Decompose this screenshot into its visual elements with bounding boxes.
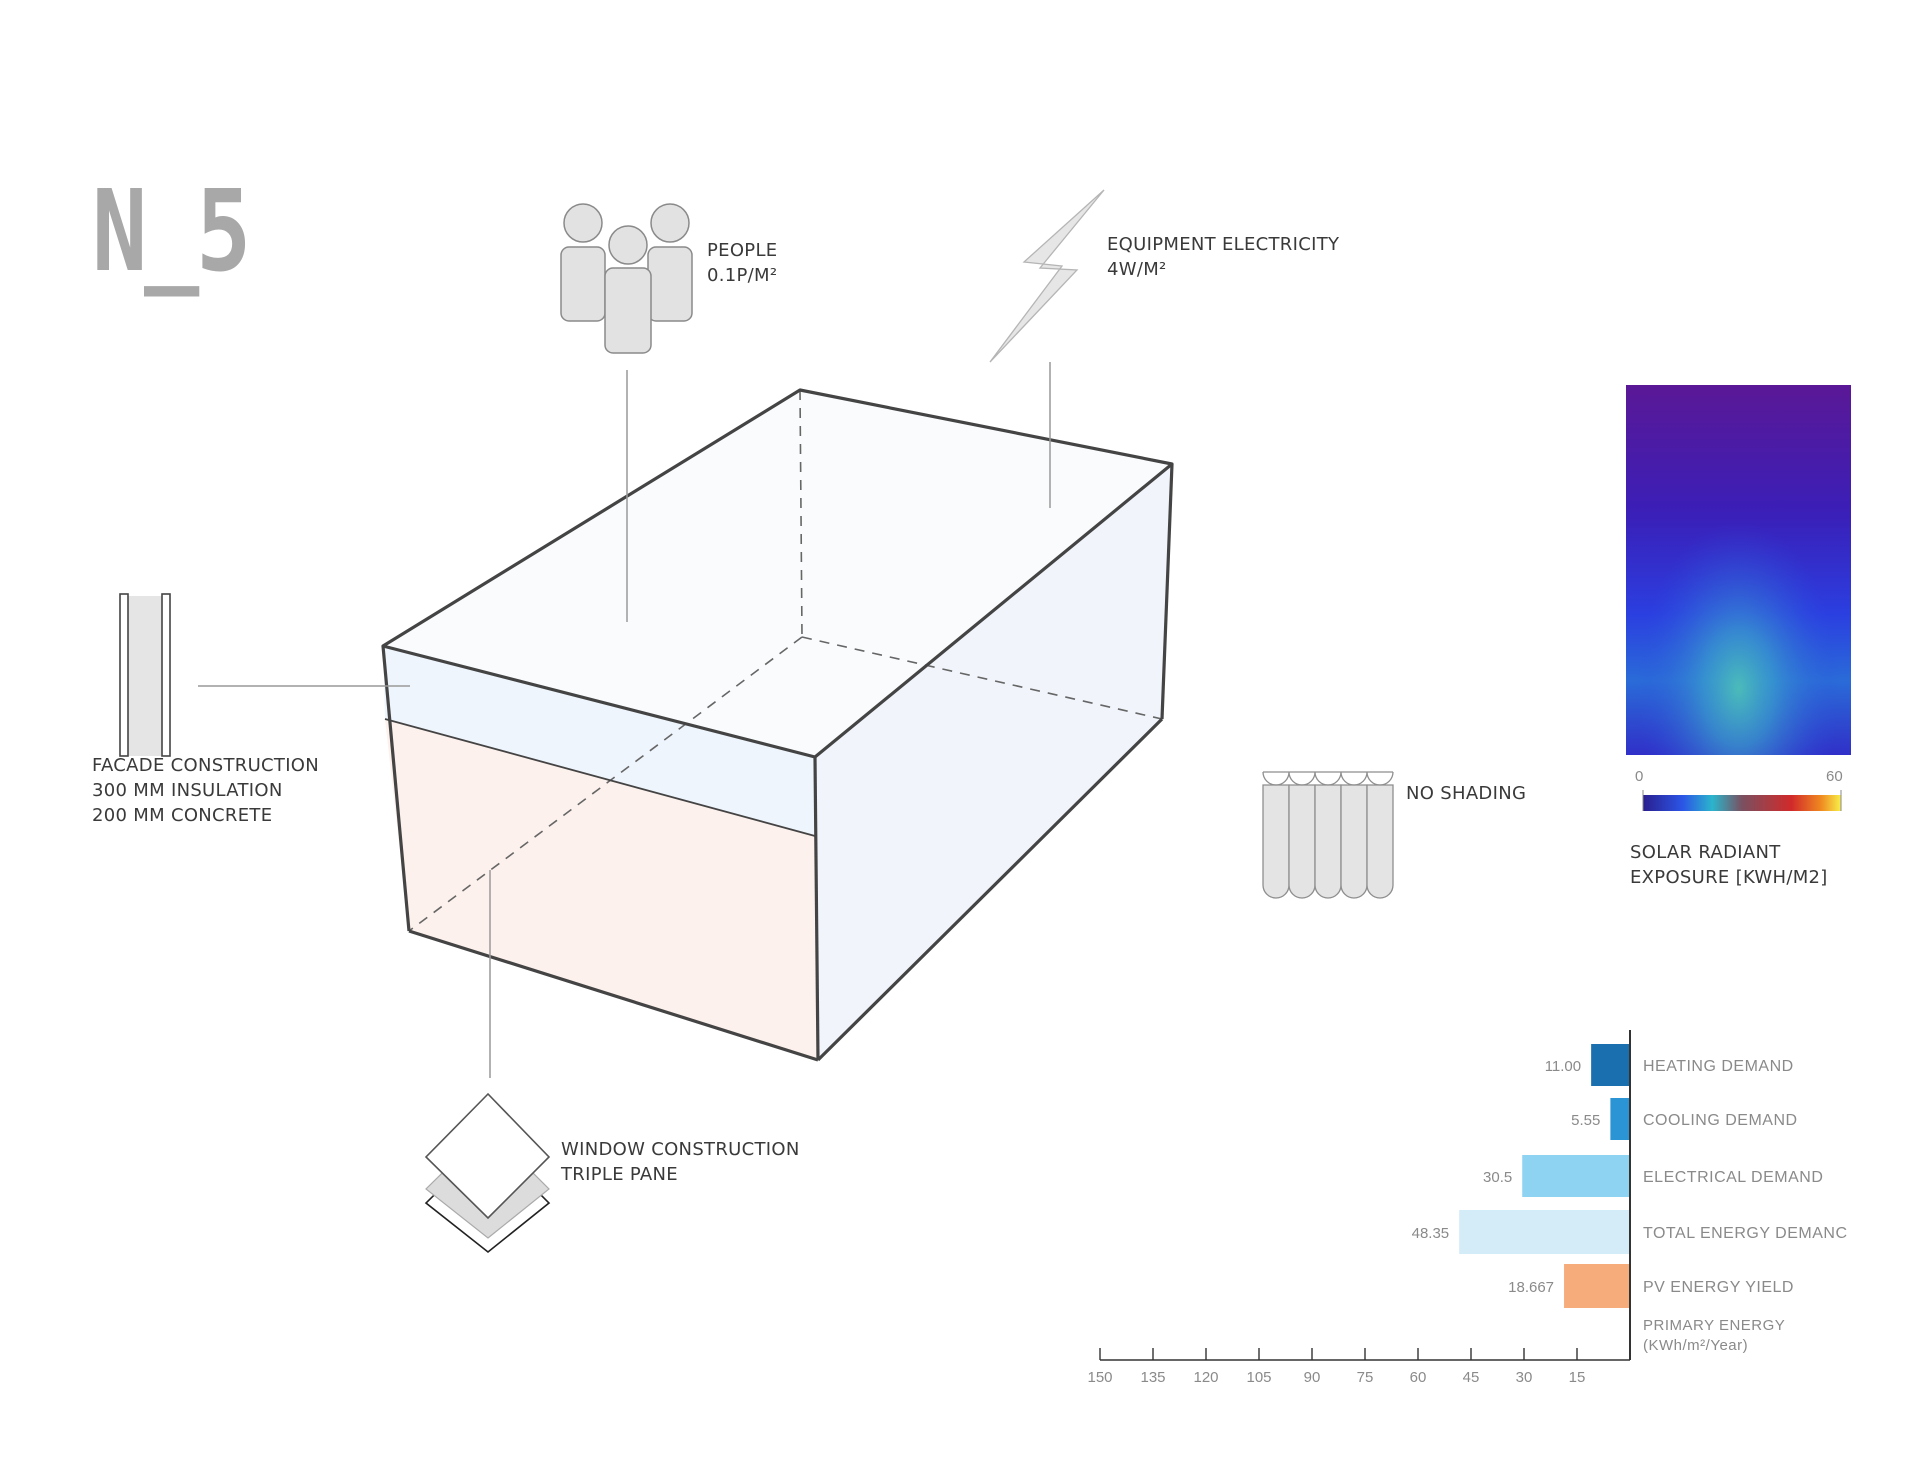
x-tick-label-8: 30 bbox=[1516, 1369, 1533, 1386]
bar-value-label-1: 5.55 bbox=[1571, 1112, 1600, 1129]
people-label: PEOPLE 0.1P/M² bbox=[707, 240, 778, 286]
x-tick-label-2: 120 bbox=[1193, 1369, 1218, 1386]
box-top-face bbox=[383, 390, 1172, 757]
lightning-icon bbox=[989, 189, 1105, 363]
x-tick-label-6: 60 bbox=[1410, 1369, 1427, 1386]
solar-label: SOLAR RADIANT EXPOSURE [KWH/M2] bbox=[1630, 842, 1828, 888]
window-panes-icon bbox=[424, 1092, 551, 1254]
bar-value-label-2: 30.5 bbox=[1483, 1169, 1512, 1186]
bar-1 bbox=[1610, 1098, 1630, 1140]
bar-3 bbox=[1459, 1210, 1630, 1254]
box-edges bbox=[381, 388, 1174, 1062]
x-tick-label-1: 135 bbox=[1140, 1369, 1165, 1386]
bar-category-label-4: PV ENERGY YIELD bbox=[1643, 1279, 1794, 1296]
equipment-label: EQUIPMENT ELECTRICITY 4W/M² bbox=[1107, 234, 1340, 280]
window-label: WINDOW CONSTRUCTION TRIPLE PANE bbox=[561, 1139, 800, 1185]
bar-category-label-2: ELECTRICAL DEMAND bbox=[1643, 1169, 1823, 1186]
colorbar-min-label: 0 bbox=[1635, 768, 1644, 785]
page-title: N_5 bbox=[92, 167, 251, 297]
solar-colorbar bbox=[1643, 795, 1841, 811]
axis-label-line-0: PRIMARY ENERGY bbox=[1643, 1317, 1785, 1334]
bar-category-label-0: HEATING DEMAND bbox=[1643, 1058, 1794, 1075]
x-tick-label-5: 75 bbox=[1357, 1369, 1374, 1386]
bar-category-label-3: TOTAL ENERGY DEMANC bbox=[1643, 1225, 1848, 1242]
bar-value-label-3: 48.35 bbox=[1412, 1225, 1450, 1242]
box-front-upper-face bbox=[383, 646, 815, 836]
x-tick-label-0: 150 bbox=[1087, 1369, 1112, 1386]
shading-label: NO SHADING bbox=[1406, 783, 1527, 804]
box-front-lower-face bbox=[385, 719, 818, 1060]
bar-0 bbox=[1591, 1044, 1630, 1086]
bar-value-label-4: 18.667 bbox=[1508, 1279, 1554, 1296]
facade-section-icon bbox=[119, 593, 171, 757]
box-hidden-edges bbox=[408, 389, 1163, 932]
bar-value-label-0: 11.00 bbox=[1545, 1058, 1581, 1075]
bar-2 bbox=[1522, 1155, 1630, 1197]
colorbar-max-label: 60 bbox=[1826, 768, 1843, 785]
people-icon bbox=[560, 203, 693, 354]
x-tick-label-4: 90 bbox=[1304, 1369, 1321, 1386]
x-tick-label-7: 45 bbox=[1463, 1369, 1480, 1386]
window-band-line bbox=[384, 718, 816, 837]
shading-icon bbox=[1262, 771, 1394, 899]
box-right-face bbox=[815, 464, 1172, 1060]
x-tick-label-9: 15 bbox=[1569, 1369, 1586, 1386]
facade-label: FACADE CONSTRUCTION 300 MM INSULATION 20… bbox=[92, 755, 320, 826]
axis-label-line-1: (KWh/m²/Year) bbox=[1643, 1337, 1748, 1354]
bar-4 bbox=[1564, 1264, 1630, 1308]
bar-category-label-1: COOLING DEMAND bbox=[1643, 1112, 1798, 1129]
x-tick-label-3: 105 bbox=[1246, 1369, 1271, 1386]
